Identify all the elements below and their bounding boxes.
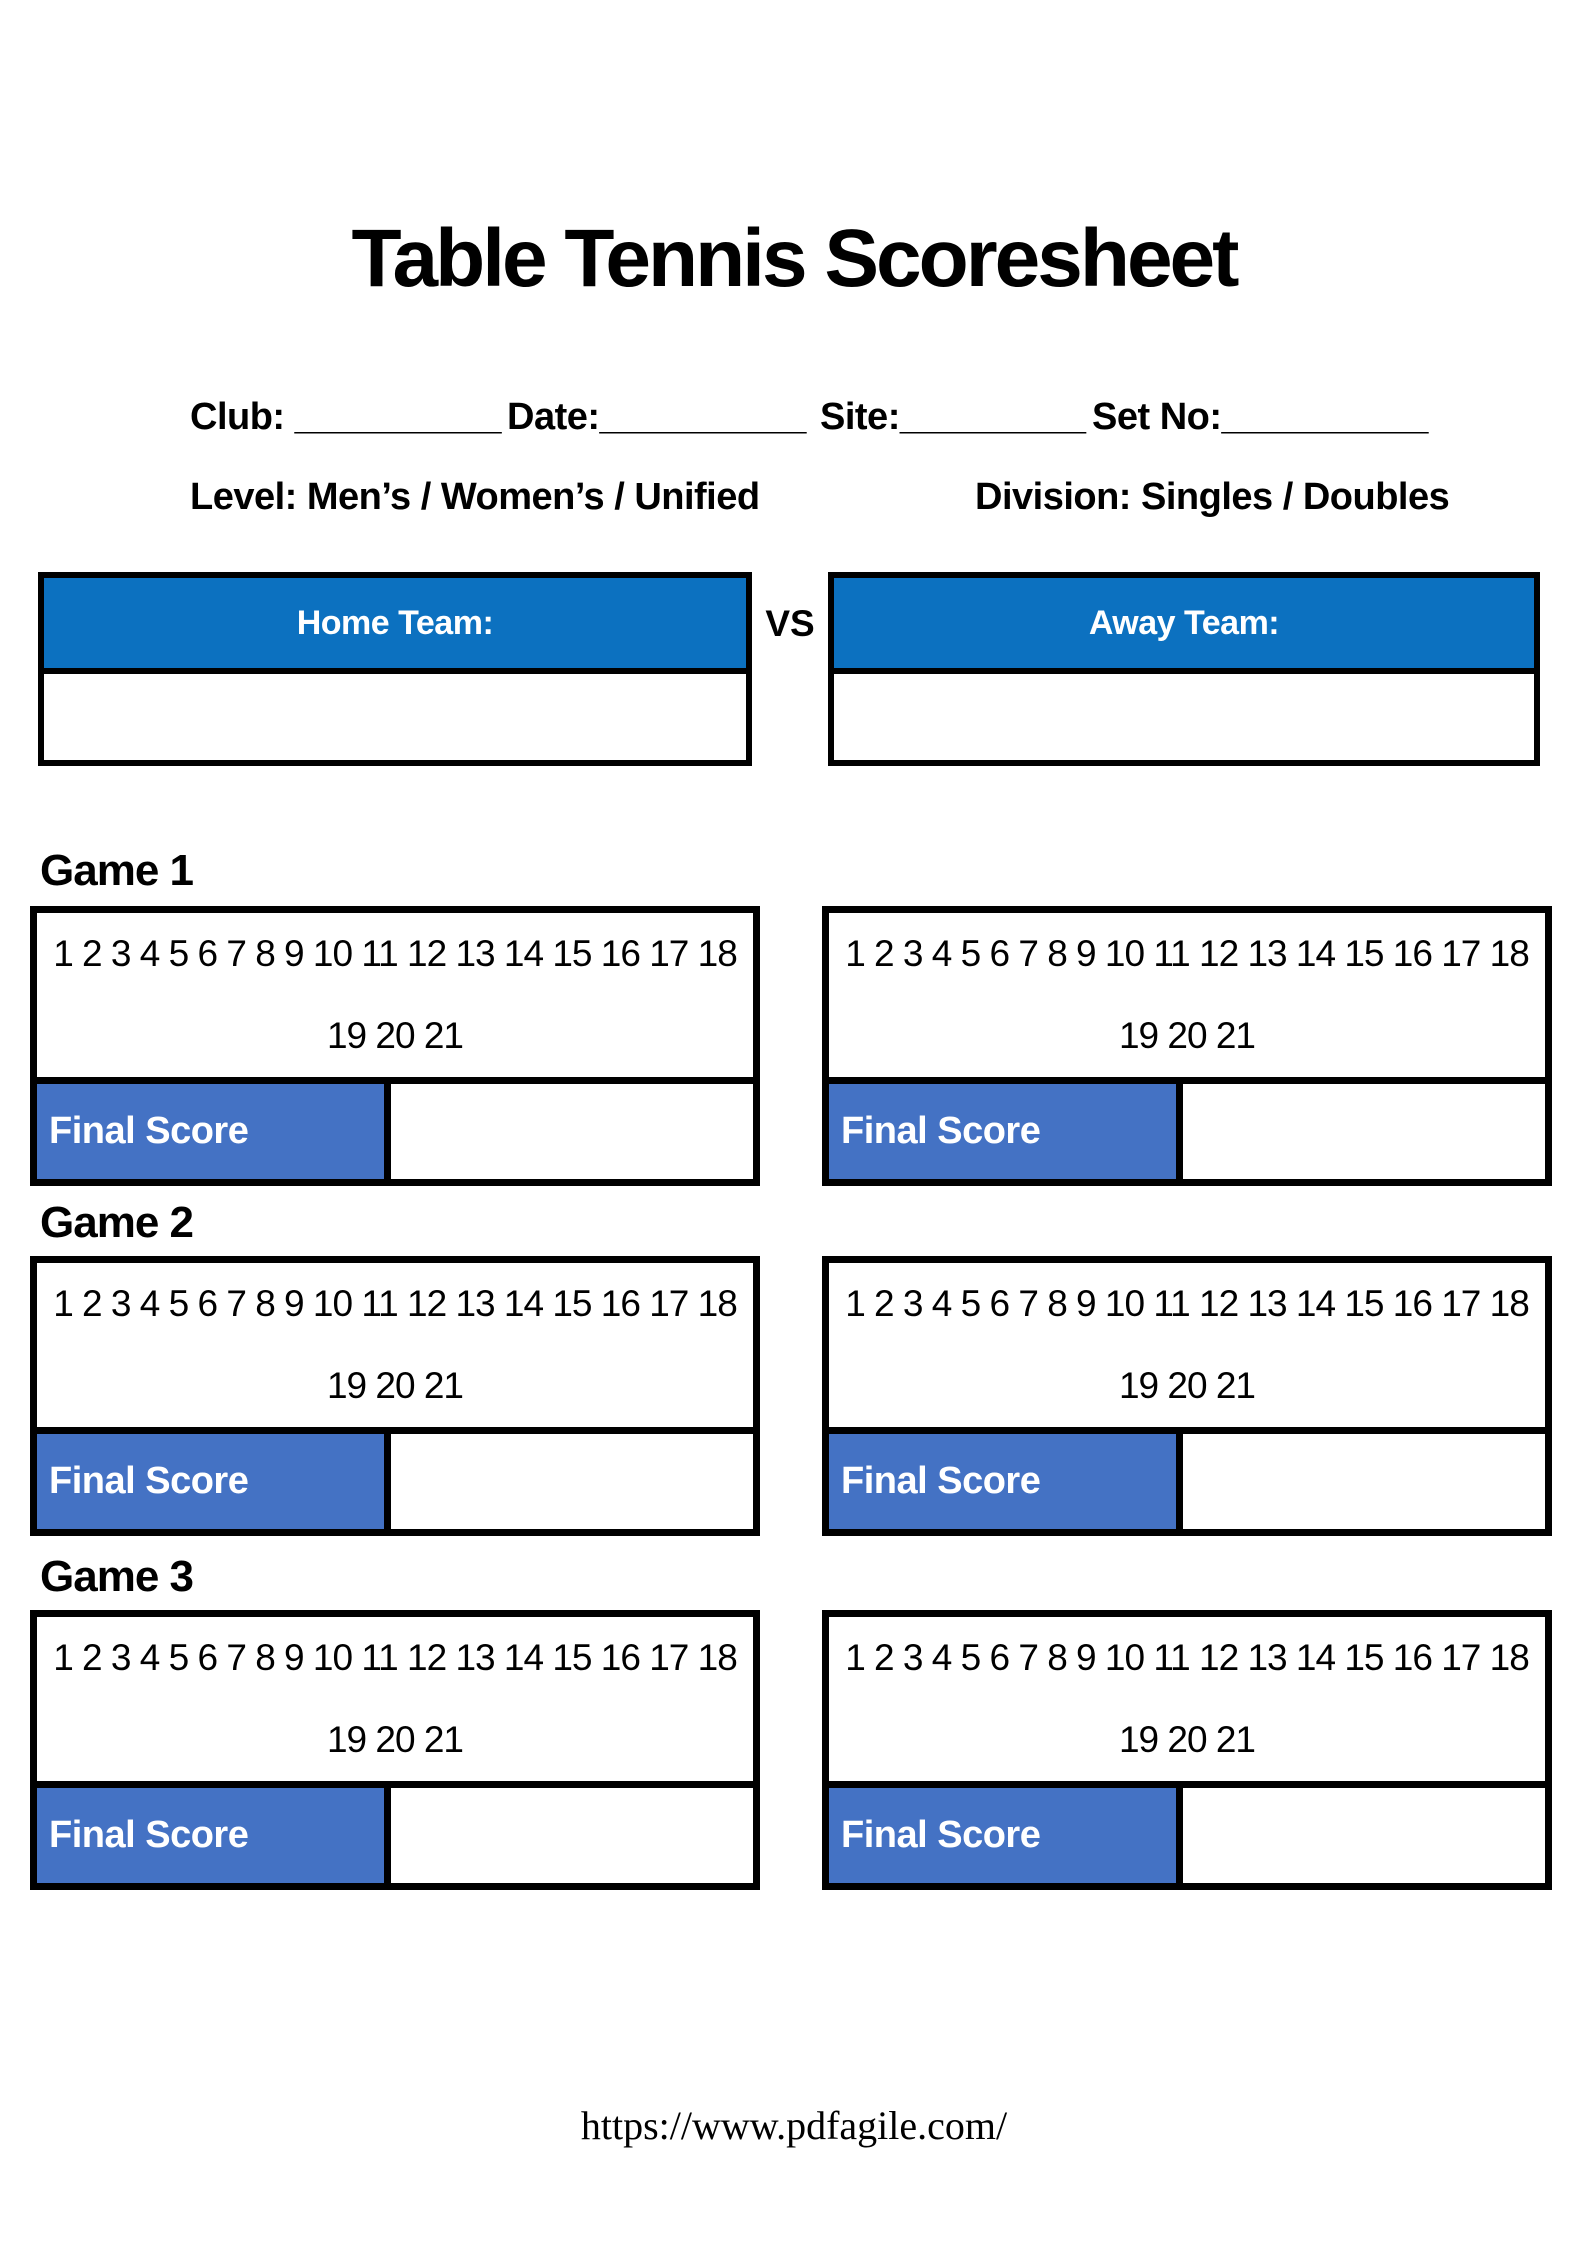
final-score-label: Final Score <box>37 1434 391 1529</box>
home-team-header: Home Team: <box>44 578 746 674</box>
game-2-home-points[interactable]: 1 2 3 4 5 6 7 8 9 10 11 12 13 14 15 16 1… <box>37 1263 753 1427</box>
game-2-home-final-row: Final Score <box>37 1427 753 1529</box>
game-3-home-final-row: Final Score <box>37 1781 753 1883</box>
points-row-1[interactable]: 1 2 3 4 5 6 7 8 9 10 11 12 13 14 15 16 1… <box>845 1637 1530 1678</box>
points-row-2[interactable]: 19 20 21 <box>1118 1365 1256 1406</box>
points-row-1[interactable]: 1 2 3 4 5 6 7 8 9 10 11 12 13 14 15 16 1… <box>53 1283 738 1324</box>
game-2-away-box: 1 2 3 4 5 6 7 8 9 10 11 12 13 14 15 16 1… <box>822 1256 1552 1536</box>
vs-label: VS <box>765 603 815 644</box>
away-team-header: Away Team: <box>834 578 1534 674</box>
points-row-1[interactable]: 1 2 3 4 5 6 7 8 9 10 11 12 13 14 15 16 1… <box>845 1283 1530 1324</box>
site-field[interactable]: Site:_________ <box>820 396 1086 438</box>
final-score-label: Final Score <box>829 1084 1183 1179</box>
points-row-1[interactable]: 1 2 3 4 5 6 7 8 9 10 11 12 13 14 15 16 1… <box>53 933 738 974</box>
game-3-away-final-score-cell[interactable] <box>1183 1788 1545 1883</box>
date-field[interactable]: Date:__________ <box>507 396 806 438</box>
set-no-field[interactable]: Set No:__________ <box>1092 396 1428 438</box>
division-options-text: Division: Singles / Doubles <box>975 476 1450 518</box>
points-row-2[interactable]: 19 20 21 <box>326 1015 464 1056</box>
game-1-away-final-score-cell[interactable] <box>1183 1084 1545 1179</box>
final-score-label: Final Score <box>829 1788 1183 1883</box>
points-row-2[interactable]: 19 20 21 <box>1118 1719 1256 1760</box>
game-2-label: Game 2 <box>40 1198 194 1247</box>
final-score-label: Final Score <box>829 1434 1183 1529</box>
game-1-label: Game 1 <box>40 846 194 895</box>
game-1-away-points[interactable]: 1 2 3 4 5 6 7 8 9 10 11 12 13 14 15 16 1… <box>829 913 1545 1077</box>
game-1-away-final-row: Final Score <box>829 1077 1545 1179</box>
game-3-home-final-score-cell[interactable] <box>391 1788 753 1883</box>
game-1-home-final-score-cell[interactable] <box>391 1084 753 1179</box>
away-team-name-cell[interactable] <box>834 674 1534 760</box>
points-row-1[interactable]: 1 2 3 4 5 6 7 8 9 10 11 12 13 14 15 16 1… <box>53 1637 738 1678</box>
points-row-2[interactable]: 19 20 21 <box>326 1365 464 1406</box>
game-1-away-box: 1 2 3 4 5 6 7 8 9 10 11 12 13 14 15 16 1… <box>822 906 1552 1186</box>
game-2-home-final-score-cell[interactable] <box>391 1434 753 1529</box>
footer-url[interactable]: https://www.pdfagile.com/ <box>580 2103 1008 2148</box>
game-3-away-points[interactable]: 1 2 3 4 5 6 7 8 9 10 11 12 13 14 15 16 1… <box>829 1617 1545 1781</box>
away-team-table: Away Team: <box>828 572 1540 766</box>
page-title: Table Tennis Scoresheet <box>351 213 1240 304</box>
game-3-away-final-row: Final Score <box>829 1781 1545 1883</box>
game-2-home-box: 1 2 3 4 5 6 7 8 9 10 11 12 13 14 15 16 1… <box>30 1256 760 1536</box>
level-options-text: Level: Men’s / Women’s / Unified <box>190 476 760 518</box>
game-3-home-points[interactable]: 1 2 3 4 5 6 7 8 9 10 11 12 13 14 15 16 1… <box>37 1617 753 1781</box>
home-team-name-cell[interactable] <box>44 674 746 760</box>
game-2-away-points[interactable]: 1 2 3 4 5 6 7 8 9 10 11 12 13 14 15 16 1… <box>829 1263 1545 1427</box>
game-2-away-final-row: Final Score <box>829 1427 1545 1529</box>
points-row-2[interactable]: 19 20 21 <box>1118 1015 1256 1056</box>
game-1-home-box: 1 2 3 4 5 6 7 8 9 10 11 12 13 14 15 16 1… <box>30 906 760 1186</box>
club-field[interactable]: Club: __________ <box>190 396 501 438</box>
final-score-label: Final Score <box>37 1084 391 1179</box>
game-2-away-final-score-cell[interactable] <box>1183 1434 1545 1529</box>
game-3-away-box: 1 2 3 4 5 6 7 8 9 10 11 12 13 14 15 16 1… <box>822 1610 1552 1890</box>
game-3-home-box: 1 2 3 4 5 6 7 8 9 10 11 12 13 14 15 16 1… <box>30 1610 760 1890</box>
game-3-label: Game 3 <box>40 1552 194 1601</box>
points-row-1[interactable]: 1 2 3 4 5 6 7 8 9 10 11 12 13 14 15 16 1… <box>845 933 1530 974</box>
final-score-label: Final Score <box>37 1788 391 1883</box>
home-team-table: Home Team: <box>38 572 752 766</box>
game-1-home-final-row: Final Score <box>37 1077 753 1179</box>
points-row-2[interactable]: 19 20 21 <box>326 1719 464 1760</box>
game-1-home-points[interactable]: 1 2 3 4 5 6 7 8 9 10 11 12 13 14 15 16 1… <box>37 913 753 1077</box>
